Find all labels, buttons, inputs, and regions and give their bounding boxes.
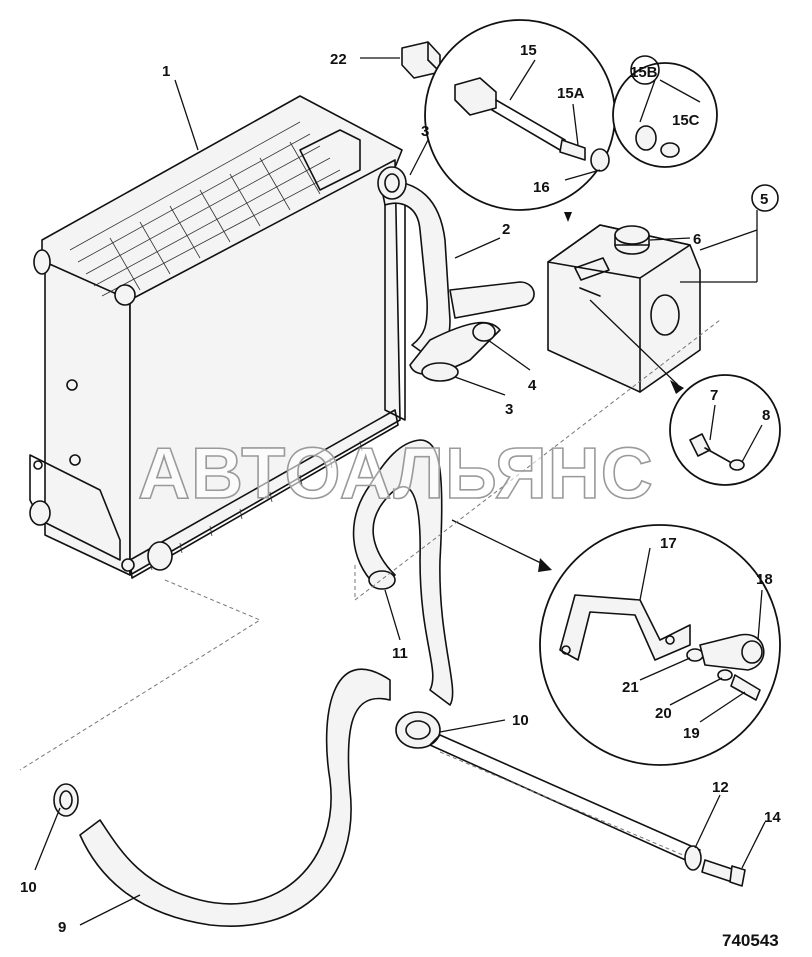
callout-2: 2	[502, 221, 510, 238]
callout-18: 18	[756, 571, 773, 588]
callout-12: 12	[712, 779, 729, 796]
clip-12	[684, 845, 702, 871]
callout-19: 19	[683, 725, 700, 742]
reference-line	[19, 579, 262, 771]
callout-7: 7	[710, 387, 718, 404]
callout-16: 16	[533, 179, 550, 196]
callout-6: 6	[693, 231, 701, 248]
callout-15: 15	[520, 42, 537, 59]
callout-10-left: 10	[20, 879, 37, 896]
callout-5: 5	[760, 191, 768, 208]
callout-labels: 1 2 3 3 4 5 6 7 8 9 10 10 11 12 14 15 15…	[20, 42, 781, 936]
detail-pointer-bracket	[538, 558, 552, 572]
callout-11: 11	[392, 645, 408, 662]
detail-circle-bracket	[539, 524, 781, 766]
callout-1: 1	[162, 63, 170, 80]
detail-circle-15b	[612, 55, 718, 168]
hose-clip-3-upper	[377, 166, 407, 200]
callout-3-lower: 3	[505, 401, 513, 418]
callout-20: 20	[655, 705, 672, 722]
hose-clip-11	[368, 570, 396, 590]
callout-15a: 15A	[557, 85, 585, 102]
callout-8: 8	[762, 407, 770, 424]
hose-clip-10-center	[395, 711, 441, 749]
detail-circle-bolt	[669, 374, 781, 486]
pressure-cap	[614, 225, 650, 255]
bolt-14	[701, 859, 746, 887]
watermark: АВТОАЛЬЯНС	[138, 434, 654, 514]
callout-5-circle	[751, 184, 779, 212]
hose-11	[352, 439, 454, 706]
hose-clip-3-lower	[421, 362, 459, 382]
reference-line-2	[354, 319, 721, 602]
leader-lines	[34, 57, 766, 926]
hose-clip-4	[472, 322, 496, 342]
drawing-number: 740543	[722, 931, 779, 950]
hose-clip-10-lower-left	[53, 783, 79, 817]
callout-21: 21	[622, 679, 639, 696]
callout-14: 14	[764, 809, 781, 826]
detail-pointer-tank	[564, 212, 572, 222]
hose-9	[79, 668, 391, 927]
detail-pointer-bolt	[670, 380, 684, 394]
detail-circle-sensor	[424, 19, 616, 211]
radiator	[29, 95, 406, 579]
callout-17: 17	[660, 535, 677, 552]
callout-22: 22	[330, 51, 347, 68]
callout-9: 9	[58, 919, 66, 936]
expansion-tank	[547, 224, 701, 393]
callout-3-upper: 3	[421, 123, 429, 140]
callout-15b: 15B	[630, 64, 658, 81]
callout-15c: 15C	[672, 112, 700, 129]
callout-10-center: 10	[512, 712, 529, 729]
bleed-pipe	[429, 734, 701, 863]
callout-4: 4	[528, 377, 537, 394]
